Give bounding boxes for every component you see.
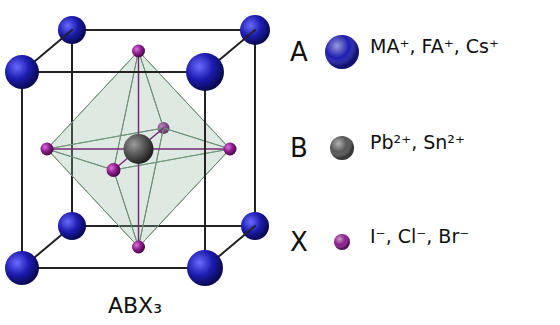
a-site-atom: [186, 53, 224, 91]
legend-text: I⁻, Cl⁻, Br⁻: [370, 226, 469, 247]
x-site-atom: [132, 45, 145, 58]
legend-swatch: [330, 136, 354, 160]
legend-swatch: [334, 234, 350, 250]
site-letter: B: [290, 134, 308, 163]
x-site-atom: [41, 143, 54, 156]
octahedron-face: [47, 149, 139, 247]
cube-edge: [22, 267, 205, 269]
a-site-atom: [5, 251, 39, 285]
cube-edge: [204, 72, 206, 268]
swatch-shine: [325, 35, 359, 69]
site-letter: A: [290, 38, 308, 67]
swatch-shine: [330, 136, 354, 160]
x-site-atom: [224, 143, 237, 156]
a-site-atom: [187, 250, 223, 286]
legend-text: Pb²⁺, Sn²⁺: [370, 132, 465, 153]
a-site-atom: [5, 55, 39, 89]
cube-edge: [72, 225, 255, 227]
site-letter: X: [290, 228, 308, 257]
swatch-shine: [334, 234, 350, 250]
legend-swatch: [325, 35, 359, 69]
x-site-atom: [132, 241, 145, 254]
cube-edge: [21, 72, 23, 268]
cube-edge: [22, 71, 205, 73]
legend-text: MA⁺, FA⁺, Cs⁺: [370, 36, 499, 57]
cube-edge: [254, 30, 256, 226]
a-site-atom: [58, 212, 86, 240]
b-site-atom: [124, 134, 154, 164]
x-site-atom: [107, 163, 121, 177]
formula-caption: ABX₃: [108, 294, 162, 318]
cube-edge: [72, 29, 255, 31]
